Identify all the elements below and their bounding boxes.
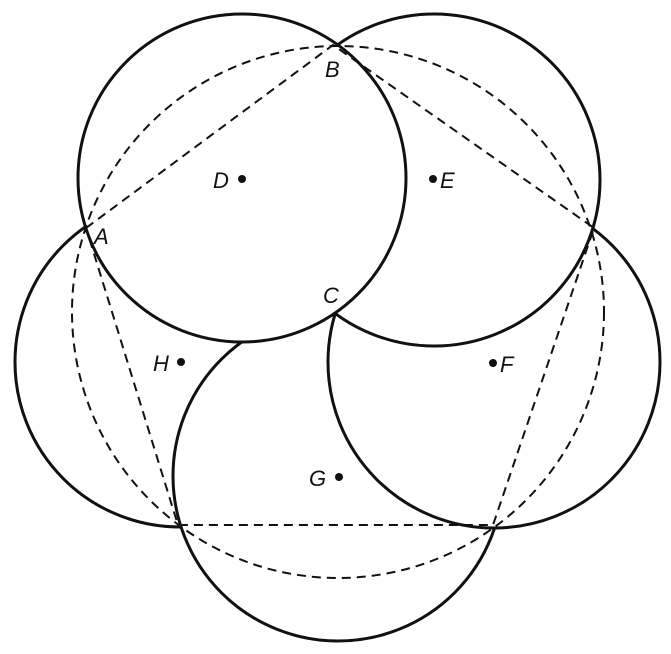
label-h: H [153,351,169,376]
point-e-dot [429,175,437,183]
point-f-dot [489,359,497,367]
point-h-dot [177,358,185,366]
label-b: B [325,57,340,82]
point-d-dot [238,175,246,183]
label-f: F [500,352,515,377]
point-g-dot [335,473,343,481]
dashed-circumcircle [71,45,605,579]
label-e: E [440,168,455,193]
dashed-pentagon [84,43,596,526]
label-d: D [213,168,229,193]
label-g: G [309,466,326,491]
label-a: A [92,224,109,249]
label-c: C [323,283,339,308]
